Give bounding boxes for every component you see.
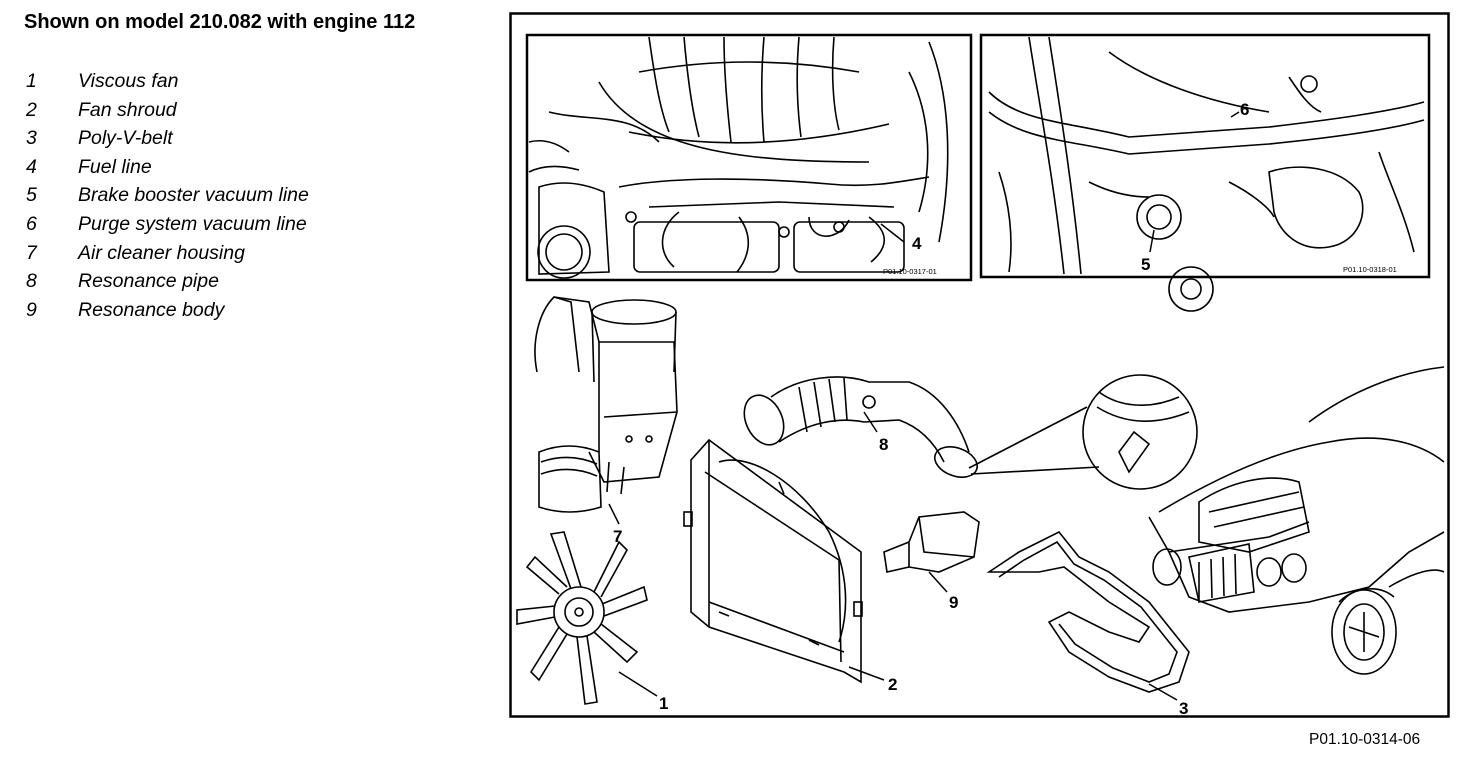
legend-label: Fuel line [78,155,152,178]
legend-number: 2 [26,98,37,121]
callout-6: 6 [1240,100,1249,119]
callout-7: 7 [613,527,622,546]
legend-number: 5 [26,184,37,207]
legend-label: Resonance body [78,298,225,321]
inset-right-reference: P01.10-0318-01 [1343,265,1397,274]
legend-label: Purge system vacuum line [78,212,307,235]
inset-left-reference: P01.10-0317-01 [883,267,937,276]
fan-shroud [683,438,863,684]
callout-4: 4 [912,234,922,253]
callout-5: 5 [1141,255,1150,274]
inset-vacuum-lines: 6 5 P01.10-0318-01 [979,33,1431,312]
page-title: Shown on model 210.082 with engine 112 [24,11,416,33]
figure-reference: P01.10-0314-06 [1309,731,1421,748]
diagram-frame [509,12,1450,718]
callout-9: 9 [949,593,958,612]
legend-number: 1 [26,70,37,92]
legend-label: Poly-V-belt [78,127,173,150]
resonance-body [883,511,980,573]
callout-8: 8 [879,435,888,454]
legend-number: 6 [26,212,37,235]
legend-number: 3 [26,127,37,150]
legend-number: 8 [26,270,37,293]
legend-number: 9 [26,298,37,321]
legend-label: Air cleaner housing [78,241,245,264]
callout-2: 2 [888,675,897,694]
legend-label: Resonance pipe [78,270,219,293]
viscous-fan [516,531,648,705]
callout-1: 1 [659,694,668,713]
legend-label: Brake booster vacuum line [78,184,309,207]
component-diagram: 4 P01.10-0317-01 [509,12,1450,718]
inset-engine-top: 4 P01.10-0317-01 [525,33,973,282]
legend-number: 4 [26,155,37,178]
legend-number: 7 [26,241,37,264]
legend-label: Viscous fan [78,70,179,92]
poly-v-belt [986,530,1190,693]
air-cleaner-housing [534,296,678,513]
detail-magnifier [968,374,1198,490]
vehicle-front-view [1148,366,1445,675]
legend-label: Fan shroud [78,98,177,121]
resonance-pipe [743,376,979,478]
callout-3: 3 [1179,699,1188,718]
